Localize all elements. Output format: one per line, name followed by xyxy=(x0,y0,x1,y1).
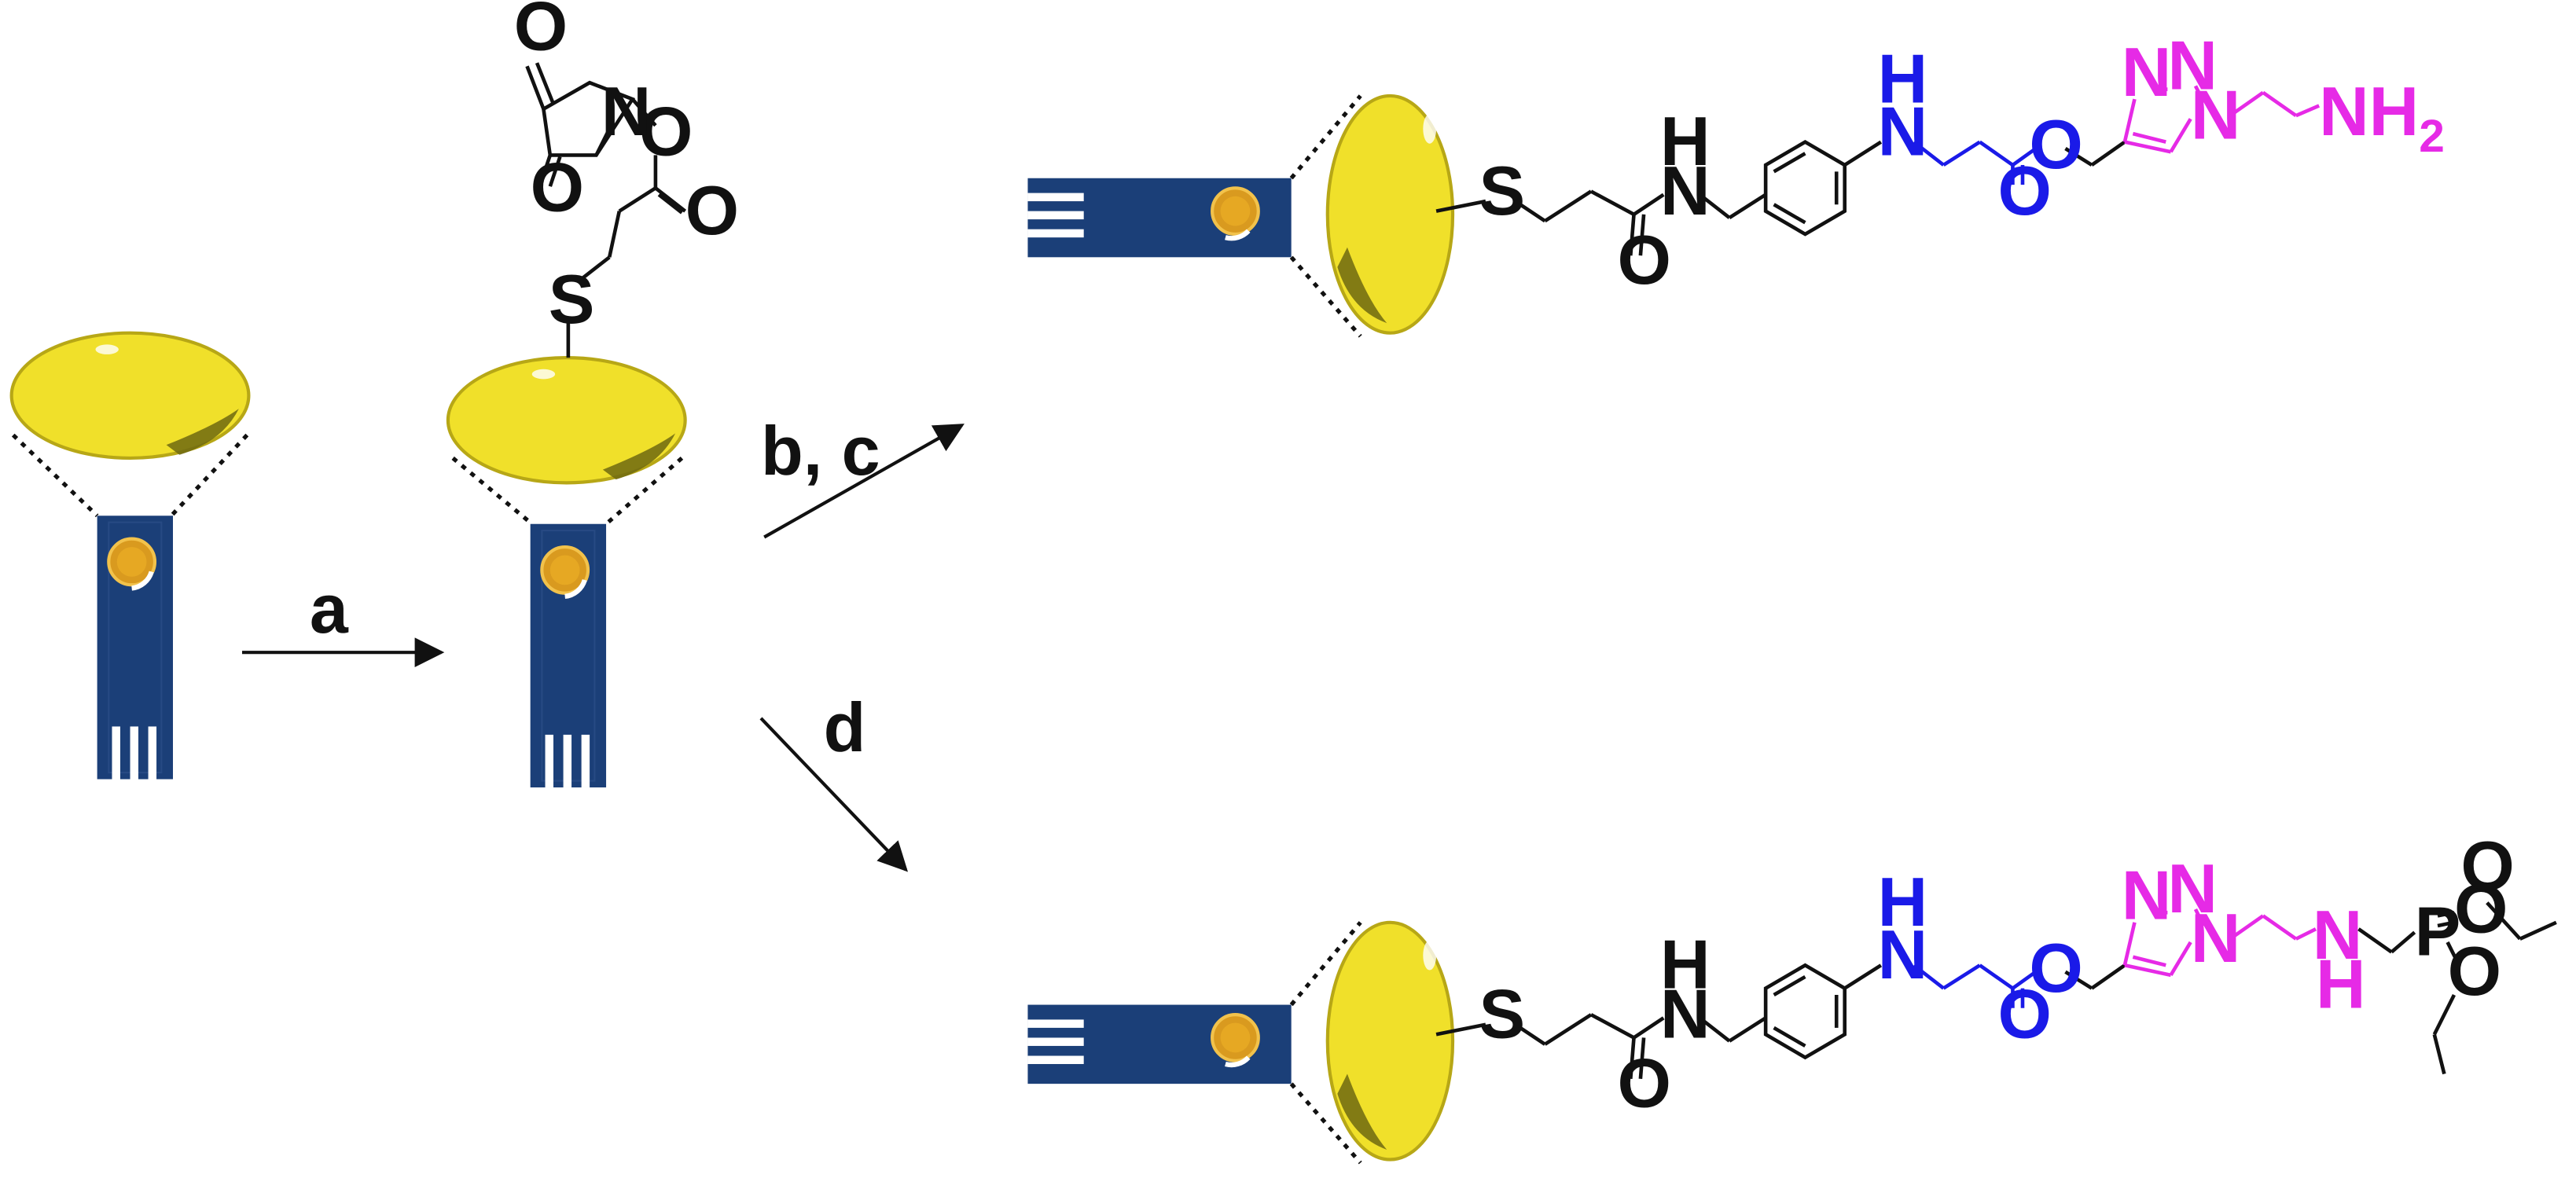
atom-label-O: O xyxy=(2454,869,2508,947)
atom-label-O: O xyxy=(1998,152,2052,229)
gold-nanoparticle-icon xyxy=(448,358,685,483)
atom-label-S: S xyxy=(549,260,595,338)
product-amine-electrode: S O N H N H O O N N N NH2 xyxy=(1027,27,2445,338)
screen-printed-electrode-icon xyxy=(1027,1005,1291,1084)
atom-label-O: O xyxy=(2448,932,2501,1010)
atom-label-O: O xyxy=(2029,105,2082,183)
gold-nanoparticle-icon xyxy=(12,333,249,458)
reaction-arrow-icon xyxy=(759,717,909,872)
atom-label-S: S xyxy=(1479,152,1526,229)
atom-label-S: S xyxy=(1479,974,1526,1052)
reaction-arrow-icon xyxy=(763,424,965,539)
atom-label-O: O xyxy=(2460,827,2514,905)
amine-label: NH2 xyxy=(2319,72,2445,162)
bare-electrode xyxy=(12,333,249,780)
atom-label-O: O xyxy=(1998,974,2052,1052)
atom-label-N: N xyxy=(2167,27,2218,105)
atom-label-H: H xyxy=(1878,39,1928,117)
atom-label-N: N xyxy=(1660,152,1711,229)
gold-nanoparticle-icon xyxy=(1328,923,1453,1160)
screen-printed-electrode-icon xyxy=(531,524,606,787)
atom-label-N: N xyxy=(1660,974,1711,1052)
atom-label-N: N xyxy=(2122,857,2172,934)
atom-label-N: N xyxy=(2167,850,2218,927)
atom-label-H: H xyxy=(1878,863,1928,941)
screen-printed-electrode-icon xyxy=(1027,178,1291,258)
atom-label-O: O xyxy=(685,171,739,249)
step-label-b-c: b, c xyxy=(761,412,880,490)
nhs-activated-electrode: S O O N O O xyxy=(448,0,739,787)
screen-printed-electrode-icon xyxy=(97,516,173,779)
atom-label-P: P xyxy=(2415,893,2461,971)
step-label-d: d xyxy=(824,688,866,766)
atom-label-O: O xyxy=(2029,929,2082,1007)
step-label-a: a xyxy=(310,570,349,648)
atom-label-O: O xyxy=(1618,221,1671,299)
linker-chain xyxy=(1436,86,2203,255)
atom-label-H: H xyxy=(1660,102,1711,180)
atom-label-N: N xyxy=(2122,33,2172,111)
atom-label-O: O xyxy=(514,0,568,64)
atom-label-H: H xyxy=(1660,926,1711,1004)
atom-label-N: N xyxy=(2191,75,2241,153)
atom-label-N: N xyxy=(601,72,652,150)
nhs-ester-linker: S O O N O O xyxy=(514,0,739,358)
linker-chain xyxy=(1436,909,2203,1079)
atom-label-O: O xyxy=(531,149,584,226)
atom-label-O: O xyxy=(639,92,693,170)
gold-nanoparticle-icon xyxy=(1328,96,1453,333)
atom-label-O: O xyxy=(1618,1044,1671,1121)
atom-label-N: N xyxy=(1878,916,1928,993)
atom-label-N: N xyxy=(2313,896,2363,974)
atom-label-N: N xyxy=(2191,899,2241,977)
atom-label-N: N xyxy=(1878,92,1928,170)
product-phosphonate-electrode: S O N H N H O O N N N N H P O O O xyxy=(1027,827,2557,1165)
atom-label-H: H xyxy=(2316,945,2366,1023)
